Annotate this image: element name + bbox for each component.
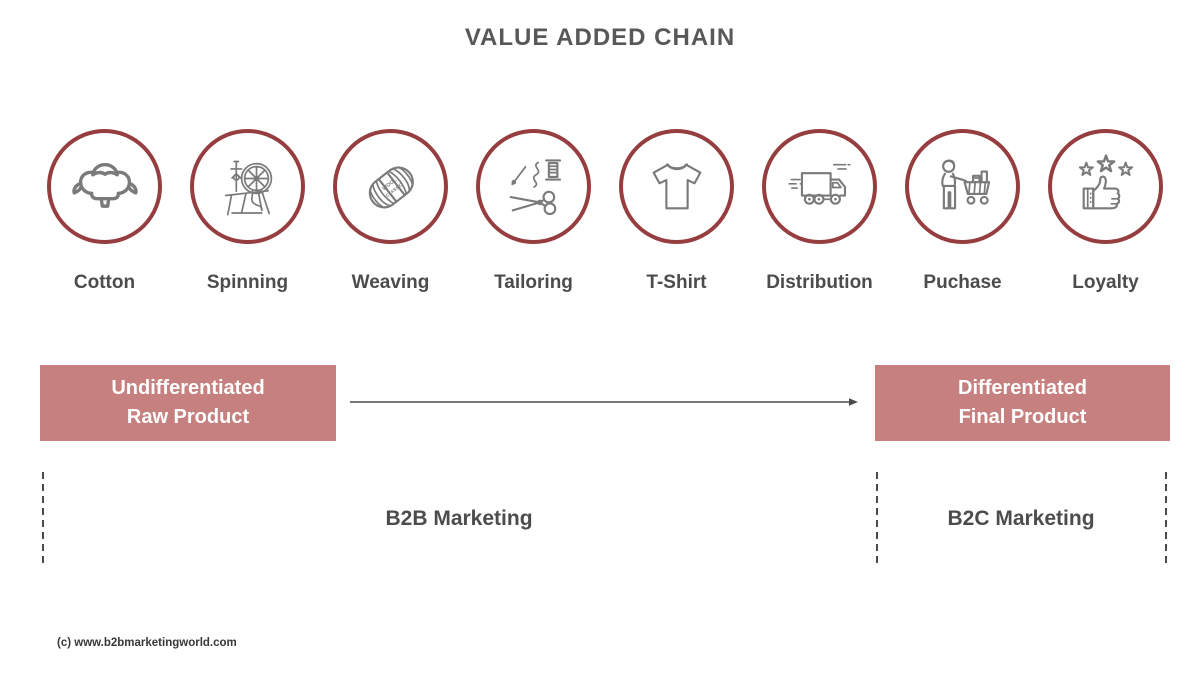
b2c-marketing-label: B2C Marketing: [947, 507, 1095, 530]
stage-label: Puchase: [923, 272, 1002, 293]
stage-label: Tailoring: [494, 272, 573, 293]
differentiated-final-product-box: Differentiated Final Product: [875, 365, 1170, 441]
stage-circle: WOOL CLASSIC: [333, 129, 448, 244]
stage-label: Spinning: [206, 272, 289, 293]
stage-label: T-Shirt: [646, 272, 707, 293]
stage-row: Cotton: [33, 129, 1177, 294]
box-line-2: Raw Product: [126, 406, 250, 428]
dashed-divider-middle: [876, 472, 878, 568]
stage-circle: [619, 129, 734, 244]
page-title: VALUE ADDED CHAIN: [464, 24, 736, 51]
stage-circle: [190, 129, 305, 244]
stage-weaving: WOOL CLASSIC Weaving: [319, 129, 462, 294]
stage-circle: [762, 129, 877, 244]
stage-circle: [1048, 129, 1163, 244]
stage-tshirt: T-Shirt: [605, 129, 748, 294]
copyright-text: (c) www.b2bmarketingworld.com: [57, 637, 237, 649]
spinning-wheel-icon: [214, 153, 282, 221]
flow-arrow: [350, 398, 858, 406]
delivery-truck-icon: [786, 153, 854, 221]
tshirt-icon: [643, 153, 711, 221]
stage-cotton: Cotton: [33, 129, 176, 294]
stage-tailoring: Tailoring: [462, 129, 605, 294]
stage-label: Weaving: [351, 272, 430, 293]
box-line-1: Differentiated: [958, 377, 1087, 399]
stage-circle: [905, 129, 1020, 244]
b2b-marketing-label: B2B Marketing: [385, 507, 533, 530]
stage-circle: [476, 129, 591, 244]
dashed-divider-right: [1165, 472, 1167, 568]
stage-loyalty: Loyalty: [1034, 129, 1177, 294]
shopping-cart-icon: [929, 153, 997, 221]
stage-label: Distribution: [766, 272, 873, 293]
yarn-skein-icon: WOOL CLASSIC: [357, 153, 425, 221]
stage-spinning: Spinning: [176, 129, 319, 294]
stage-puchase: Puchase: [891, 129, 1034, 294]
undifferentiated-raw-product-box: Undifferentiated Raw Product: [40, 365, 336, 441]
tailoring-tools-icon: [500, 153, 568, 221]
stage-label: Loyalty: [1072, 272, 1139, 293]
stage-distribution: Distribution: [748, 129, 891, 294]
stage-circle: [47, 129, 162, 244]
box-line-1: Undifferentiated: [111, 377, 265, 399]
cotton-icon: [71, 153, 139, 221]
dashed-divider-left: [42, 472, 44, 568]
stage-label: Cotton: [73, 272, 136, 293]
thumbs-up-stars-icon: [1072, 153, 1140, 221]
box-line-2: Final Product: [958, 406, 1087, 428]
